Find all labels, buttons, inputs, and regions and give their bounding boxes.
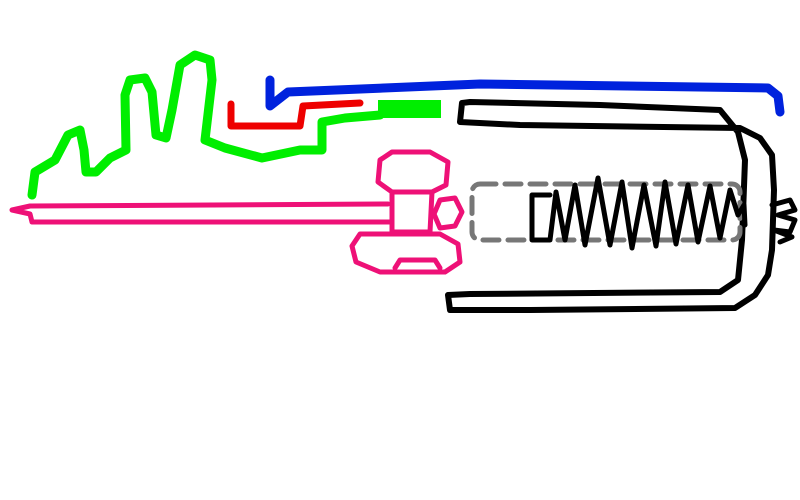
red-segment	[227, 99, 364, 130]
tumbler-top	[375, 149, 451, 195]
key-bit-block	[378, 100, 441, 118]
pin-shaft	[9, 201, 393, 225]
key-bit-outline	[27, 50, 385, 200]
coil-spring	[529, 175, 748, 251]
tumbler-knob	[431, 195, 465, 231]
lock-housing	[445, 99, 777, 313]
tumbler-base	[349, 231, 463, 275]
blue-segment	[265, 75, 785, 117]
small-spring	[769, 197, 798, 245]
